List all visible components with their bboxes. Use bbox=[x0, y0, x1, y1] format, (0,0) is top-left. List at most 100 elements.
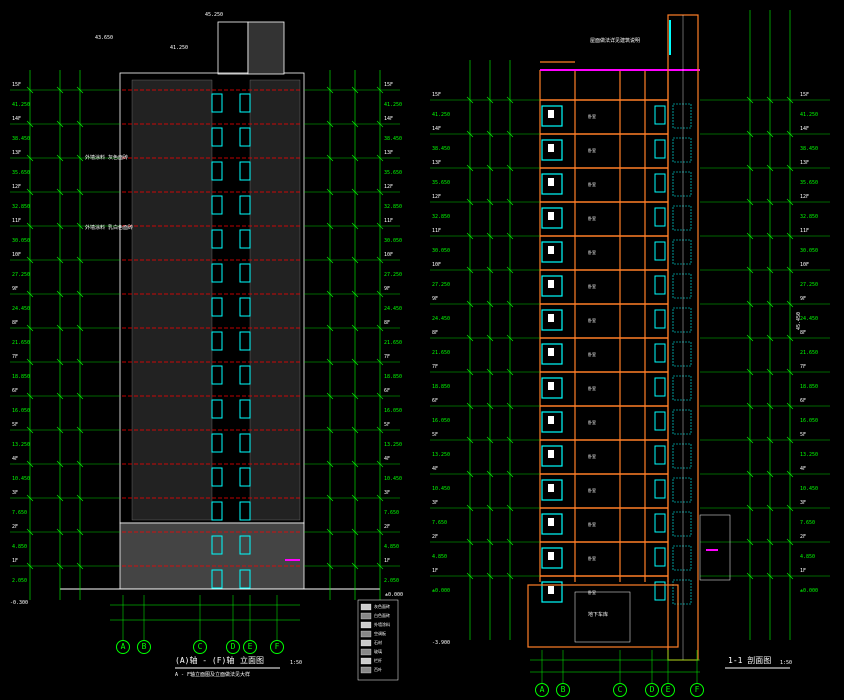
floor-elev-right: ±0.000 bbox=[432, 588, 451, 594]
floor-name-left-r: 11F bbox=[384, 218, 394, 224]
section-window-glass bbox=[654, 173, 666, 193]
floor-name-right: 15F bbox=[432, 92, 442, 98]
section-balcony-glass bbox=[541, 105, 563, 127]
floor-name-left: 11F bbox=[12, 218, 22, 224]
window-glass bbox=[239, 161, 251, 181]
floor-elev-right: 24.450 bbox=[432, 316, 451, 322]
floor-elev-left: 30.050 bbox=[12, 238, 31, 244]
legend-swatch bbox=[360, 612, 372, 620]
section-window-glass bbox=[654, 105, 666, 125]
floor-name-left-r: 10F bbox=[384, 252, 394, 258]
section-window bbox=[548, 110, 554, 118]
floor-elev-left: 16.050 bbox=[12, 408, 31, 414]
section-window bbox=[548, 280, 554, 288]
basement-outline bbox=[527, 584, 679, 648]
legend-swatch bbox=[360, 666, 372, 674]
left-windows bbox=[211, 93, 251, 589]
floor-name-right-r: 10F bbox=[800, 262, 810, 268]
floor-name-left-r: 13F bbox=[384, 150, 394, 156]
left-floor-lines bbox=[10, 86, 400, 570]
stair-run bbox=[672, 443, 692, 469]
section-window-glass bbox=[654, 411, 666, 431]
floor-elev-right: 21.650 bbox=[432, 350, 451, 356]
floor-name-right-r: 13F bbox=[800, 160, 810, 166]
floor-name-right-r: 14F bbox=[800, 126, 810, 132]
section-window bbox=[548, 552, 554, 560]
axis-bubble: D bbox=[226, 640, 240, 654]
floor-name-right-r: 1F bbox=[800, 568, 807, 574]
section-balcony-glass bbox=[541, 241, 563, 263]
legend-label: 玻璃 bbox=[374, 649, 382, 654]
legend-swatch bbox=[360, 639, 372, 647]
section-window bbox=[548, 212, 554, 220]
section-window bbox=[548, 586, 554, 594]
section-window bbox=[548, 484, 554, 492]
window-glass bbox=[211, 263, 223, 283]
window-glass bbox=[211, 535, 223, 555]
section-window-glass bbox=[654, 139, 666, 159]
stair-run bbox=[672, 103, 692, 129]
axis-bubble: F bbox=[270, 640, 284, 654]
right-section bbox=[430, 10, 830, 683]
floor-name-left: 9F bbox=[12, 286, 19, 292]
floor-elev-left: 27.250 bbox=[12, 272, 31, 278]
section-window-glass bbox=[654, 241, 666, 261]
floor-name-left: 2F bbox=[12, 524, 19, 530]
floor-name-right-r: 15F bbox=[800, 92, 810, 98]
window-glass bbox=[239, 331, 251, 351]
floor-name-right: 10F bbox=[432, 262, 442, 268]
floor-name-left-r: 14F bbox=[384, 116, 394, 122]
room-label: 卧室 bbox=[588, 318, 596, 323]
floor-elev-right-r: 16.050 bbox=[800, 418, 819, 424]
room-label: 卧室 bbox=[588, 182, 596, 187]
floor-name-right: 3F bbox=[432, 500, 439, 506]
legend-swatch bbox=[360, 657, 372, 665]
floor-name-right-r: 5F bbox=[800, 432, 807, 438]
window-glass bbox=[239, 535, 251, 555]
floor-elev-right-r: 10.450 bbox=[800, 486, 819, 492]
basement-room bbox=[574, 591, 631, 643]
room-label: 卧室 bbox=[588, 590, 596, 595]
floor-name-right: 6F bbox=[432, 398, 439, 404]
floor-elev-left-r: 4.850 bbox=[384, 544, 400, 550]
legend-label: 白色面砖 bbox=[374, 613, 390, 618]
floor-name-right-r: 2F bbox=[800, 534, 807, 540]
section-window-glass bbox=[654, 377, 666, 397]
callout-2: 外墙涂料 乳白色面砖 bbox=[85, 225, 134, 231]
floor-elev-left-r: 35.650 bbox=[384, 170, 403, 176]
stair-run bbox=[672, 205, 692, 231]
stair-run bbox=[672, 273, 692, 299]
floor-elev-right-r: 35.650 bbox=[800, 180, 819, 186]
window-glass bbox=[239, 229, 251, 249]
stair-run bbox=[672, 171, 692, 197]
elevation-facade-hatch-right bbox=[249, 79, 301, 521]
window-glass bbox=[211, 229, 223, 249]
floor-name-left: 14F bbox=[12, 116, 22, 122]
floor-name-right: 2F bbox=[432, 534, 439, 540]
floor-name-left: 6F bbox=[12, 388, 19, 394]
floor-name-right-r: 9F bbox=[800, 296, 807, 302]
floor-name-right: 7F bbox=[432, 364, 439, 370]
left-parapet-elev: 45.250 bbox=[205, 12, 224, 18]
stair-run bbox=[672, 477, 692, 503]
floor-name-right: 1F bbox=[432, 568, 439, 574]
floor-elev-left-r: 41.250 bbox=[384, 102, 403, 108]
room-label: 卧室 bbox=[588, 556, 596, 561]
legend-label: 栏杆 bbox=[374, 658, 382, 663]
window-glass bbox=[211, 127, 223, 147]
stair-run bbox=[672, 375, 692, 401]
floor-elev-left: 7.650 bbox=[12, 510, 28, 516]
floor-elev-left: 4.850 bbox=[12, 544, 28, 550]
left-basement-elev: -0.300 bbox=[10, 600, 29, 606]
floor-elev-right: 13.250 bbox=[432, 452, 451, 458]
right-total-height: 45.450 bbox=[796, 311, 802, 330]
floor-elev-left-r: 27.250 bbox=[384, 272, 403, 278]
floor-elev-right: 18.850 bbox=[432, 384, 451, 390]
section-balcony-glass bbox=[541, 173, 563, 195]
window-glass bbox=[239, 433, 251, 453]
floor-elev-left: 13.250 bbox=[12, 442, 31, 448]
floor-elev-left: 35.650 bbox=[12, 170, 31, 176]
floor-elev-left: 24.450 bbox=[12, 306, 31, 312]
window-glass bbox=[239, 127, 251, 147]
